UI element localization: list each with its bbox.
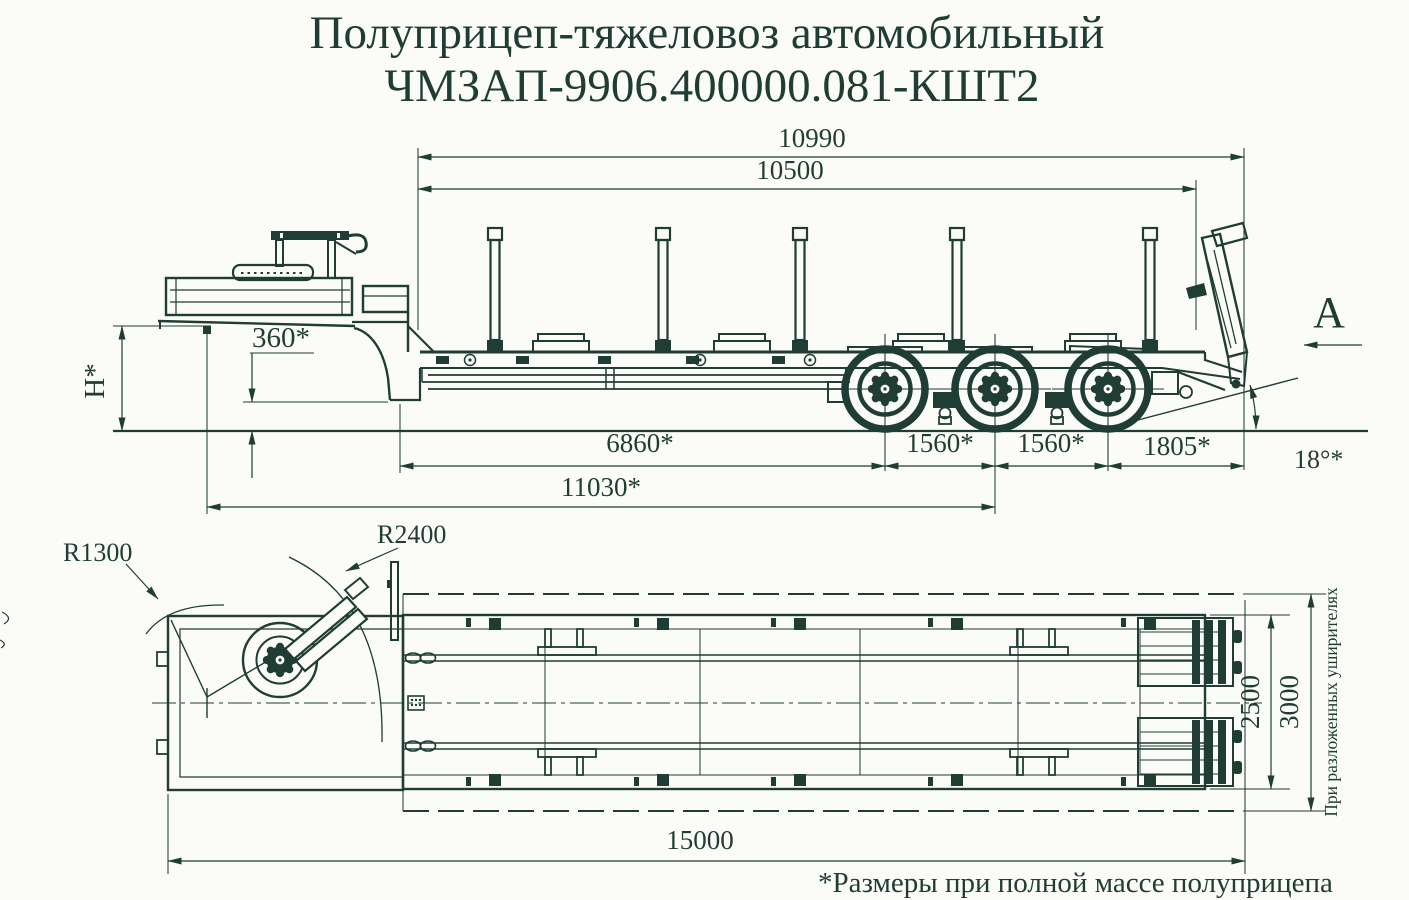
cross-members [544,629,1141,775]
view-a-label: A [1313,288,1345,337]
dim-label-r1300: R1300 [63,538,132,567]
dim-height-h: H* [79,325,126,432]
gooseneck [157,231,435,402]
dim-label-1805: 1805* [1143,431,1211,461]
title-line1: Полуприцеп-тяжеловоз автомобильный [310,7,1105,59]
dim-label-r2400: R2400 [377,520,446,549]
dim-label-3000: 3000 [1274,675,1304,729]
extended-wideners-note: При разложенных уширителях [1321,587,1341,817]
scan-artifact [0,611,10,649]
stake-5 [1140,226,1160,354]
gooseneck-rack [271,231,368,279]
dim-platform-width: 2500 [1235,614,1275,790]
side-view: 18°* A 10990 10500 H* 360* [79,123,1368,514]
footnote: *Размеры при полной массе полуприцепа [818,867,1333,899]
dim-label-1560-a: 1560* [906,428,974,458]
dim-label-11030: 11030* [561,472,641,502]
dim-label-10500: 10500 [756,155,824,185]
platform-plan [152,593,1262,812]
dim-overall-length-top: 10990 [417,123,1245,161]
view-a-marker: A [1303,288,1362,349]
dim-label-360: 360* [252,322,310,354]
dim-overall-length-plan: 15000 [167,825,1246,865]
front-marker-bar [387,561,399,641]
extension-lines-side [113,148,1245,514]
drawbar-arm [283,576,370,673]
wheel-bogie [827,334,1226,471]
dim-row-axles: 6860* 1560* 1560* 1805* [399,428,1245,470]
dim-label-6860: 6860* [606,428,674,458]
gooseneck-drop [352,284,435,402]
stake-3 [790,226,810,354]
dim-ramp-angle: 18°* [1099,377,1343,474]
lower-rails [421,368,850,390]
dim-extended-width: 3000 [1274,593,1315,812]
stake-1 [485,226,505,354]
outrigger-brackets [537,628,1069,776]
stake-2 [653,226,673,354]
kingpin [203,326,211,334]
dim-label-ramp-angle: 18°* [1294,445,1343,474]
dim-front-radius: R1300 [63,538,225,635]
plan-view: R1300 R2400 [0,520,1341,874]
stakes [485,226,1160,354]
dim-ground-clearance: 360* [248,322,314,478]
dim-platform-length: 10500 [417,155,1197,193]
spare-wheel [231,263,315,282]
title-block: Полуприцеп-тяжеловоз автомобильный ЧМЗАП… [310,7,1105,112]
dim-label-10990: 10990 [778,123,846,153]
dim-label-h: H* [79,363,111,398]
widener-outline [402,593,1243,812]
title-line2: ЧМЗАП-9906.400000.081-КШТ2 [384,60,1039,112]
dim-label-15000: 15000 [666,825,734,855]
main-deck [420,344,1205,390]
stake-pockets [466,618,1156,786]
stake-4 [947,226,967,354]
rear-ramp-folded [1161,221,1249,389]
beam-fittings [404,652,437,752]
gooseneck-plan [156,576,405,792]
dim-label-1560-b: 1560* [1017,428,1085,458]
dim-label-2500: 2500 [1235,675,1265,729]
suspension [827,370,1226,425]
dim-kingpin-to-bogie: 11030* [206,472,996,511]
